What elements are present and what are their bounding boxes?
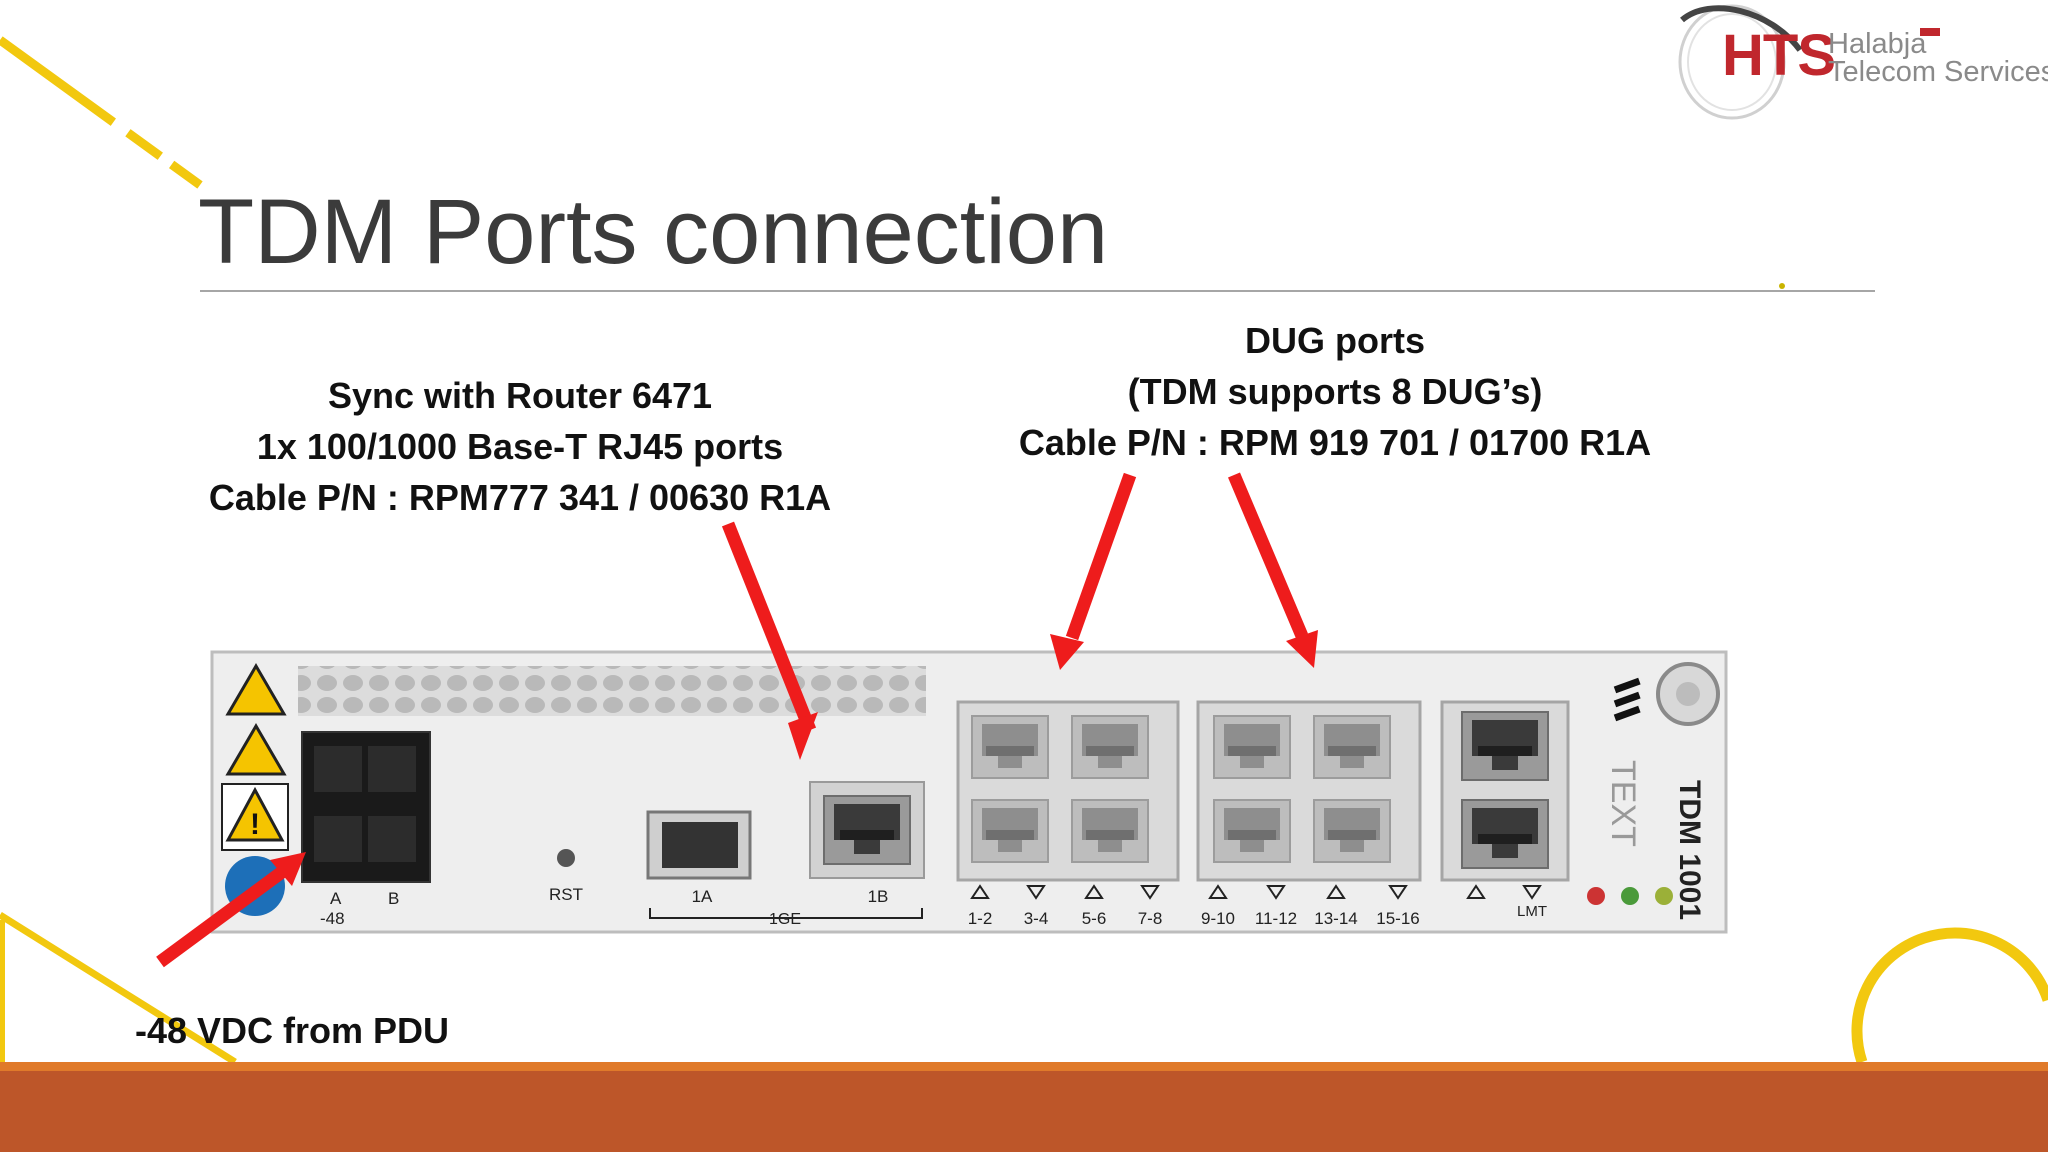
svg-text:!: !: [250, 808, 260, 841]
dug-label-2: 3-4: [1024, 909, 1049, 928]
power-callout-line-1: -48 VDC from PDU: [135, 1010, 450, 1051]
rst-label: RST: [549, 885, 583, 904]
dug-callout-line-3: Cable P/N : RPM 919 701 / 01700 R1A: [1018, 422, 1652, 463]
logo-line-2: Telecom Services: [1828, 56, 2048, 88]
hts-logo: [1678, 4, 1940, 120]
page-title: TDM Ports connection: [198, 181, 1109, 283]
port-group-label: 1GE: [769, 911, 801, 928]
power-voltage: -48: [320, 909, 345, 928]
power-label-b: B: [388, 889, 399, 908]
footer-bar: [0, 1062, 2048, 1152]
port-1a-label: 1A: [692, 887, 713, 906]
dug-label-3: 5-6: [1082, 909, 1107, 928]
dug-label-8: 15-16: [1376, 909, 1419, 928]
dug-label-7: 13-14: [1314, 909, 1357, 928]
power-arrow: [156, 866, 286, 968]
sync-callout-line-3: Cable P/N : RPM777 341 / 00630 R1A: [208, 477, 832, 518]
sync-callout-line-2: 1x 100/1000 Base-T RJ45 ports: [256, 426, 784, 467]
power-label-a: A: [330, 889, 342, 908]
dug-callout: DUG ports (TDM supports 8 DUG’s) Cable P…: [990, 315, 1680, 468]
dug-label-5: 9-10: [1201, 909, 1235, 928]
sync-callout-line-1: Sync with Router 6471: [327, 375, 713, 416]
tdm-device-front-panel: ! A B -48 RST 1A 1B 1GE LMT 1-2 3-4 5-6 …: [210, 650, 1728, 934]
logo-line-1: Halabja: [1828, 28, 1927, 60]
dug-callout-line-1: DUG ports: [1245, 320, 1425, 361]
sync-arrow: [721, 521, 817, 733]
footer-accent-line: [0, 1062, 2048, 1071]
dug-label-6: 11-12: [1255, 909, 1297, 928]
sync-callout: Sync with Router 6471 1x 100/1000 Base-T…: [180, 370, 860, 523]
dug-arrow-right: [1228, 472, 1308, 639]
text-label: TEXT: [1604, 760, 1642, 847]
dug-label-4: 7-8: [1138, 909, 1163, 928]
dug-callout-line-2: (TDM supports 8 DUG’s): [1127, 371, 1543, 412]
dug-arrow-left: [1065, 472, 1137, 641]
power-callout: -48 VDC from PDU: [135, 1005, 449, 1056]
port-1b-label: 1B: [868, 887, 889, 906]
title-divider: [200, 290, 1875, 292]
lmt-label: LMT: [1517, 903, 1547, 920]
dug-label-1: 1-2: [968, 909, 993, 928]
device-model-label: TDM 1001: [1673, 780, 1706, 920]
logo-mark: HTS: [1722, 23, 1836, 88]
ericsson-logo: [1613, 677, 1641, 722]
